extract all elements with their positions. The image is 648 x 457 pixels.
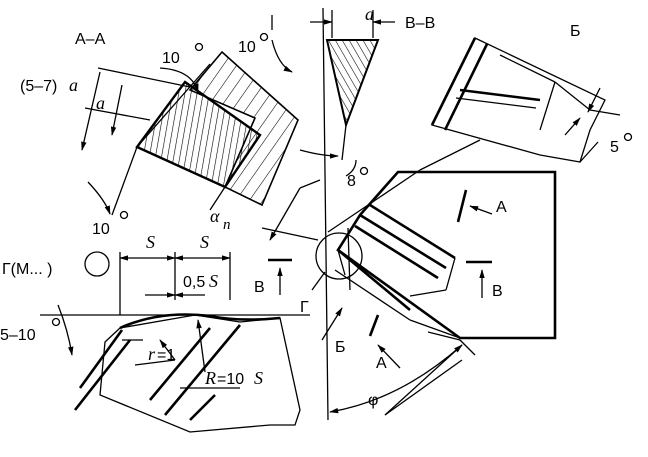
gamma-label: Г [300, 299, 309, 316]
aa-dim-5-7-var: a [69, 75, 78, 95]
radius-r1-value: =1 [157, 347, 175, 364]
drill-body-outline [336, 170, 557, 340]
bb-section-label: В–В [405, 15, 435, 32]
bb-angle-8-label: 8 [347, 173, 356, 190]
degree-icon [119, 210, 129, 220]
aa-section-label: А–А [75, 31, 106, 48]
degree-icon [51, 317, 61, 327]
bb-tooth-section [325, 39, 380, 129]
arrow-b-right-label: В [492, 283, 503, 300]
dim-half-s-var: S [209, 271, 218, 291]
bb-dim-a: a [365, 4, 374, 24]
aa-dim-a-label: a [96, 93, 105, 113]
arrow-b-lower-label: Б [335, 339, 346, 356]
radius-r10-var: S [254, 368, 263, 388]
dim-s1: S [146, 232, 155, 252]
drill-axis-line [322, 7, 329, 421]
view-b-outline [431, 37, 606, 163]
bb-angle-10-label: 10 [238, 39, 256, 56]
degree-icon [194, 42, 204, 52]
arrow-a-upper-label: А [496, 199, 507, 216]
alpha-n-label: α [210, 206, 220, 226]
view-b: Б 5 [430, 23, 633, 163]
drill-main-view: φ α n А А В В Б Г [210, 139, 557, 416]
aa-angle-bottom-label: 10 [92, 221, 110, 238]
degree-icon [359, 166, 369, 176]
view-b-label: Б [570, 23, 581, 40]
detail-g-marker-circle [84, 251, 110, 277]
aa-dim-5-7-label: (5–7) [20, 78, 57, 95]
detail-g: Г(М... ) S S 0,5 S r =1 R =10 S 5–10 [0, 232, 310, 433]
radius-r10-value: =10 [217, 371, 244, 388]
detail-g-outline [99, 314, 301, 433]
aa-angle-top-label: 10 [162, 50, 180, 67]
arrow-a-lower-label: А [376, 355, 387, 372]
view-b-angle-5: 5 [610, 139, 619, 156]
gamma-m-label: Г(М... ) [2, 261, 52, 278]
section-aa: А–А 10 (5–7) a a 10 [20, 31, 299, 238]
radius-r10-label: R [204, 368, 216, 388]
dim-s2: S [200, 232, 209, 252]
arrow-b-left-label: В [254, 279, 265, 296]
angle-5-10-label: 5–10 [0, 327, 36, 344]
degree-icon [623, 132, 633, 142]
degree-icon [259, 32, 269, 42]
phi-label: φ [368, 392, 378, 409]
detail-g-circle [315, 232, 363, 280]
section-bb: a В–В 10 8 [238, 4, 435, 421]
radius-r1-label: r [148, 344, 156, 364]
alpha-n-sub: n [223, 217, 231, 233]
dim-half-s: 0,5 [183, 274, 205, 291]
